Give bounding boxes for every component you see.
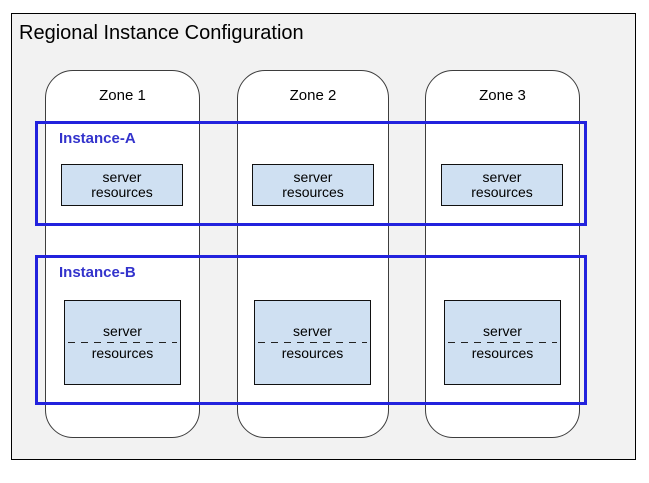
server-resources-box-b3: server resources [444,300,561,385]
server-resources-line2: resources [91,184,153,200]
dashed-divider [447,342,558,343]
server-resources-line1: server [483,323,522,339]
zone-2-label: Zone 2 [289,87,337,104]
server-resources-line2: resources [282,184,344,200]
dashed-divider [67,342,178,343]
diagram-title: Regional Instance Configuration [19,22,304,44]
server-resources-line2: resources [91,345,154,361]
server-resources-line1: server [293,169,333,185]
server-resources-box-b2: server resources [254,300,371,385]
server-resources-line1: server [102,169,142,185]
server-resources-box-a2: server resources [252,164,374,206]
zone-1-label: Zone 1 [99,87,146,104]
server-resources-line2: resources [281,345,344,361]
server-resources-box-a3: server resources [441,164,563,206]
server-resources-line2: resources [471,184,533,200]
server-resources-box-a1: server resources [61,164,183,206]
instance-a-box: Instance-A [35,121,587,226]
instance-b-label: Instance-B [59,264,136,281]
server-resources-line1: server [293,323,332,339]
server-resources-line1: server [482,169,522,185]
server-resources-box-b1: server resources [64,300,181,385]
zone-3-label: Zone 3 [479,87,526,104]
server-resources-line2: resources [471,345,534,361]
instance-b-box: Instance-B [35,255,587,405]
dashed-divider [257,342,368,343]
instance-a-label: Instance-A [59,130,136,147]
server-resources-line1: server [103,323,142,339]
